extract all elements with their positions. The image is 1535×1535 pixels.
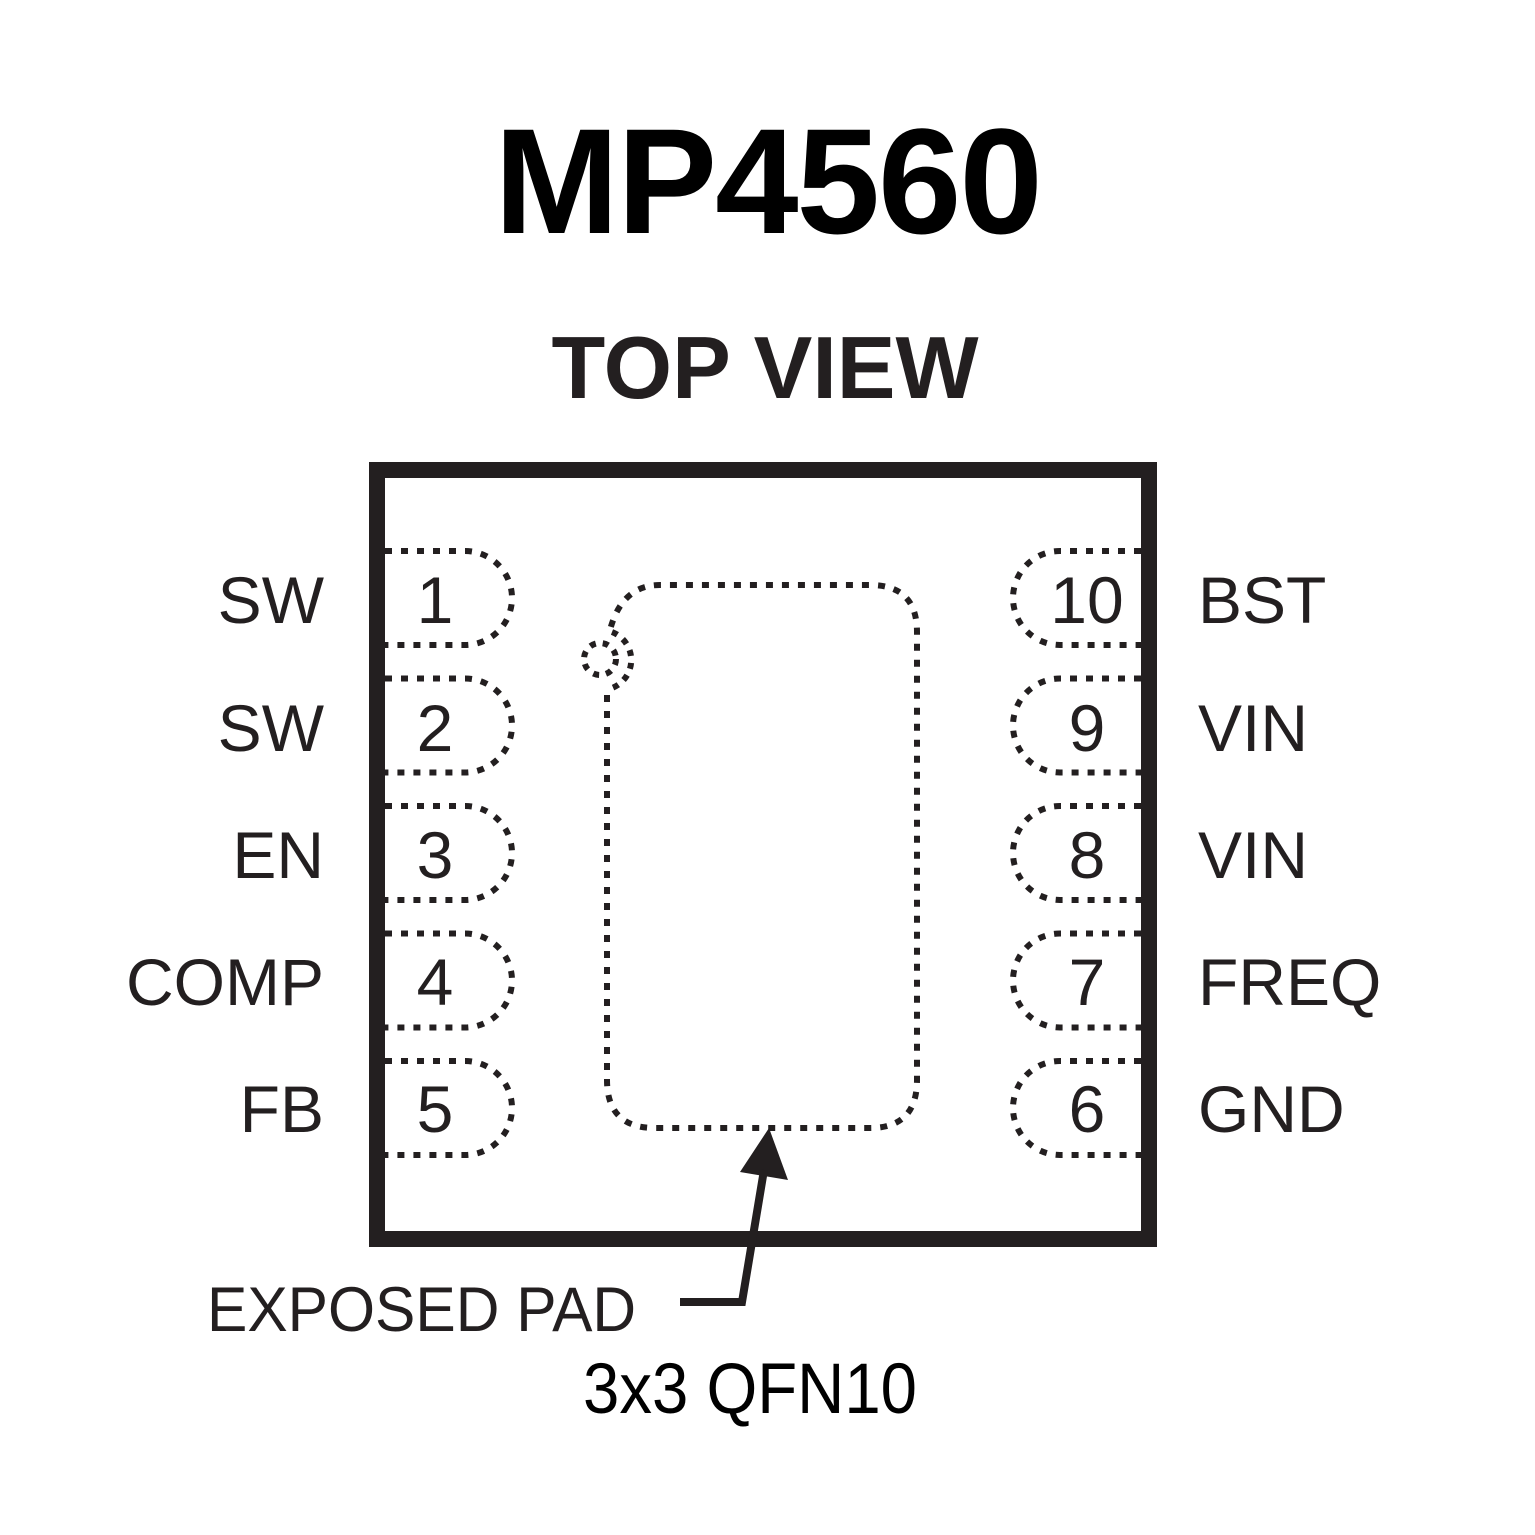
callout-arrowhead xyxy=(740,1128,788,1180)
pin-name: SW xyxy=(217,691,324,765)
pin-pad-9 xyxy=(1010,675,1141,776)
view-subtitle: TOP VIEW xyxy=(551,318,979,417)
pin-pad-7 xyxy=(1010,930,1141,1031)
pin-pad-5 xyxy=(385,1058,515,1158)
exposed-pad-outline xyxy=(604,582,920,1131)
pin-pad-4 xyxy=(385,930,515,1031)
pin-number: 10 xyxy=(1050,563,1124,637)
pin1-indicator-icon xyxy=(581,640,619,678)
pin-number: 2 xyxy=(416,691,454,765)
pin-pad-10 xyxy=(1010,548,1141,648)
chip-title: MP4560 xyxy=(494,97,1043,265)
package-type-label: 3x3 QFN10 xyxy=(583,1350,918,1429)
pin-name: COMP xyxy=(126,945,324,1019)
right-pin-pads xyxy=(1010,548,1141,1158)
pin-name: VIN xyxy=(1198,691,1309,765)
pin-number: 7 xyxy=(1068,945,1106,1019)
pin-number: 5 xyxy=(416,1072,454,1146)
pin-name: BST xyxy=(1198,563,1327,637)
pin-number: 4 xyxy=(416,945,454,1019)
pin-number: 9 xyxy=(1068,691,1106,765)
exposed-pad-label: EXPOSED PAD xyxy=(207,1275,637,1345)
pin-number: 6 xyxy=(1068,1072,1106,1146)
pin-name: GND xyxy=(1198,1072,1345,1146)
pin-pad-8 xyxy=(1010,803,1141,903)
pin-name: EN xyxy=(232,818,324,892)
pin-pad-2 xyxy=(385,675,515,776)
pin-name: FB xyxy=(239,1072,324,1146)
left-pin-pads xyxy=(385,548,515,1158)
pin-name: VIN xyxy=(1198,818,1309,892)
pin-number: 1 xyxy=(416,563,454,637)
pin-number: 8 xyxy=(1068,818,1106,892)
pin-number: 3 xyxy=(416,818,454,892)
pin-pad-1 xyxy=(385,548,515,648)
callout-leader-line xyxy=(680,1169,768,1306)
package-outline xyxy=(369,462,1157,1247)
pin-name: SW xyxy=(217,563,324,637)
pin-pad-6 xyxy=(1010,1058,1141,1158)
pin-pad-3 xyxy=(385,803,515,903)
pin-name: FREQ xyxy=(1198,945,1382,1019)
